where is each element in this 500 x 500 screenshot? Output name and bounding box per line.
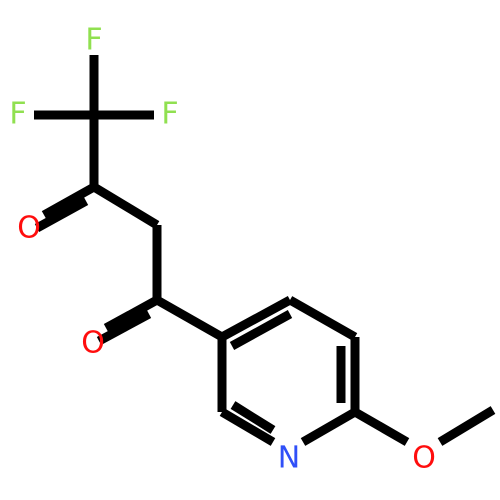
bond-carbonyl-o-lower-a	[103, 296, 160, 332]
bond-o-ether-methyl	[437, 406, 496, 446]
atom-o-lower: O	[81, 326, 105, 361]
atom-n-ring: N	[278, 441, 300, 476]
bond-ring-c4-c4-inner	[229, 310, 293, 350]
atom-f-left: F	[9, 97, 26, 132]
bond-ring-c4-c5	[287, 296, 358, 341]
bond-ring-c6-n	[300, 408, 358, 446]
atom-f-top: F	[85, 23, 102, 58]
bond-carbonyl-ring	[154, 296, 225, 341]
atom-f-right: F	[161, 97, 178, 132]
bond-ring-n-c2-inner	[230, 401, 276, 434]
bond-c6-o-ether	[352, 408, 410, 446]
bond-carbonyl-o-upper-b	[34, 197, 89, 232]
atom-labels: F F F O O N O	[9, 23, 435, 476]
bond-carbonyl-ch2	[91, 183, 160, 229]
bonds	[34, 55, 496, 446]
bond-carbonyl-o-upper-a	[41, 183, 97, 219]
bond-ring-c3-c4	[219, 296, 293, 341]
atom-o-upper: O	[17, 211, 41, 246]
bond-ring-n-c2	[219, 408, 276, 446]
atom-o-ether: O	[412, 441, 436, 476]
bond-carbonyl-o-lower-b	[96, 310, 152, 345]
